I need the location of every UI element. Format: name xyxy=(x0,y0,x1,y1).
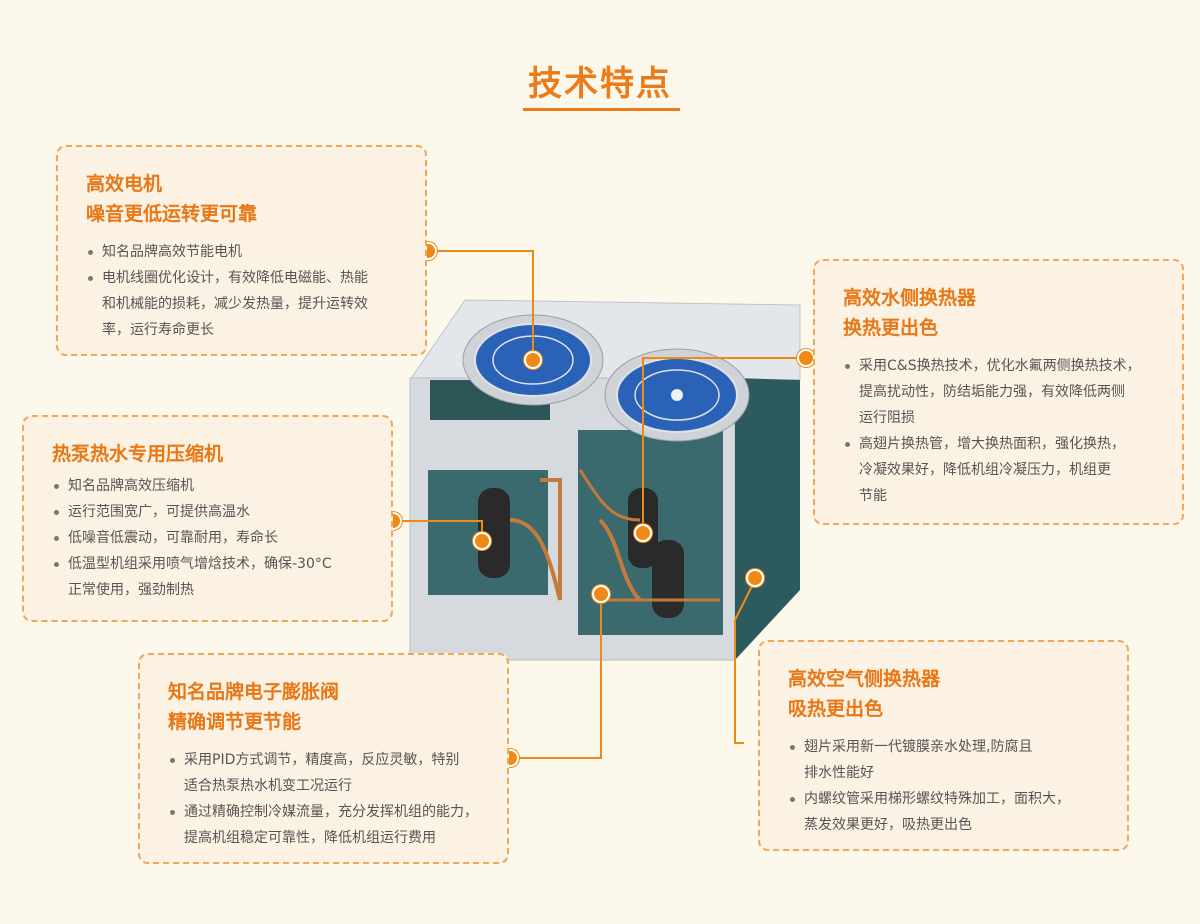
fan-callout-dot[interactable] xyxy=(524,351,542,369)
list-item: 节能 xyxy=(859,488,887,504)
card-water-title: 高效水侧换热器 xyxy=(843,287,977,309)
card-air-exchanger: 高效空气侧换热器 吸热更出色 翅片采用新一代镀膜亲水处理,防腐且 排水性能好 内… xyxy=(758,640,1129,851)
list-item: 采用C&S换热技术，优化水氟两侧换热技术， xyxy=(843,353,1166,379)
list-item: 低温型机组采用喷气增焓技术，确保-30°C xyxy=(52,551,371,577)
card-water-exchanger: 高效水侧换热器 换热更出色 采用C&S换热技术，优化水氟两侧换热技术， 提高扰动… xyxy=(813,259,1184,525)
list-item: 通过精确控制冷媒流量，充分发挥机组的能力， xyxy=(168,799,487,825)
card-expansion-valve: 知名品牌电子膨胀阀 精确调节更节能 采用PID方式调节，精度高，反应灵敏，特别 … xyxy=(138,653,509,864)
compressor-target-dot[interactable] xyxy=(473,532,491,550)
list-item: 排水性能好 xyxy=(804,765,874,781)
list-item: 冷凝效果好，降低机组冷凝压力，机组更 xyxy=(859,462,1111,478)
list-item: 内螺纹管采用梯形螺纹特殊加工，面积大， xyxy=(788,786,1111,812)
air-heat-exchanger xyxy=(735,378,800,660)
air-exchanger-target-dot[interactable] xyxy=(746,569,764,587)
compressor-right xyxy=(652,540,684,618)
water-exchanger-target-dot[interactable] xyxy=(634,524,652,542)
valve-target-dot[interactable] xyxy=(592,585,610,603)
list-item: 高翅片换热管，增大换热面积，强化换热， xyxy=(843,431,1166,457)
list-item: 电机线圈优化设计，有效降低电磁能、热能 xyxy=(86,265,405,291)
card-compressor-title: 热泵热水专用压缩机 xyxy=(52,443,224,465)
card-water-subtitle: 换热更出色 xyxy=(843,317,939,339)
list-item: 提高机组稳定可靠性，降低机组运行费用 xyxy=(184,830,436,846)
compressor-left xyxy=(478,488,510,578)
list-item: 运行范围宽广，可提供高温水 xyxy=(52,499,371,525)
list-item: 提高扰动性，防结垢能力强，有效降低两侧 xyxy=(859,384,1125,400)
list-item: 适合热泵热水机变工况运行 xyxy=(184,778,352,794)
list-item: 和机械能的损耗，减少发热量，提升运转效 xyxy=(102,296,368,312)
list-item: 知名品牌高效压缩机 xyxy=(52,473,371,499)
page-title: 技术特点 xyxy=(528,64,672,104)
list-item: 知名品牌高效节能电机 xyxy=(86,239,405,265)
list-item: 运行阻损 xyxy=(859,410,915,426)
list-item: 蒸发效果更好，吸热更出色 xyxy=(804,817,972,833)
list-item: 采用PID方式调节，精度高，反应灵敏，特别 xyxy=(168,747,487,773)
connector-lines xyxy=(393,250,806,759)
card-motor: 高效电机 噪音更低运转更可靠 知名品牌高效节能电机 电机线圈优化设计，有效降低电… xyxy=(56,145,427,356)
card-compressor: 热泵热水专用压缩机 知名品牌高效压缩机 运行范围宽广，可提供高温水 低噪音低震动… xyxy=(22,415,393,622)
list-item: 翅片采用新一代镀膜亲水处理,防腐且 xyxy=(788,734,1111,760)
list-item: 率，运行寿命更长 xyxy=(102,322,214,338)
list-item: 正常使用，强劲制热 xyxy=(68,582,194,598)
title-underline xyxy=(523,108,680,111)
card-air-subtitle: 吸热更出色 xyxy=(788,698,884,720)
card-motor-subtitle: 噪音更低运转更可靠 xyxy=(86,203,258,225)
card-motor-title: 高效电机 xyxy=(86,173,163,195)
card-valve-subtitle: 精确调节更节能 xyxy=(168,711,302,733)
card-valve-title: 知名品牌电子膨胀阀 xyxy=(168,681,340,703)
fan-right-icon xyxy=(604,348,750,442)
card-air-title: 高效空气侧换热器 xyxy=(788,668,941,690)
list-item: 低噪音低震动，可靠耐用，寿命长 xyxy=(52,525,371,551)
